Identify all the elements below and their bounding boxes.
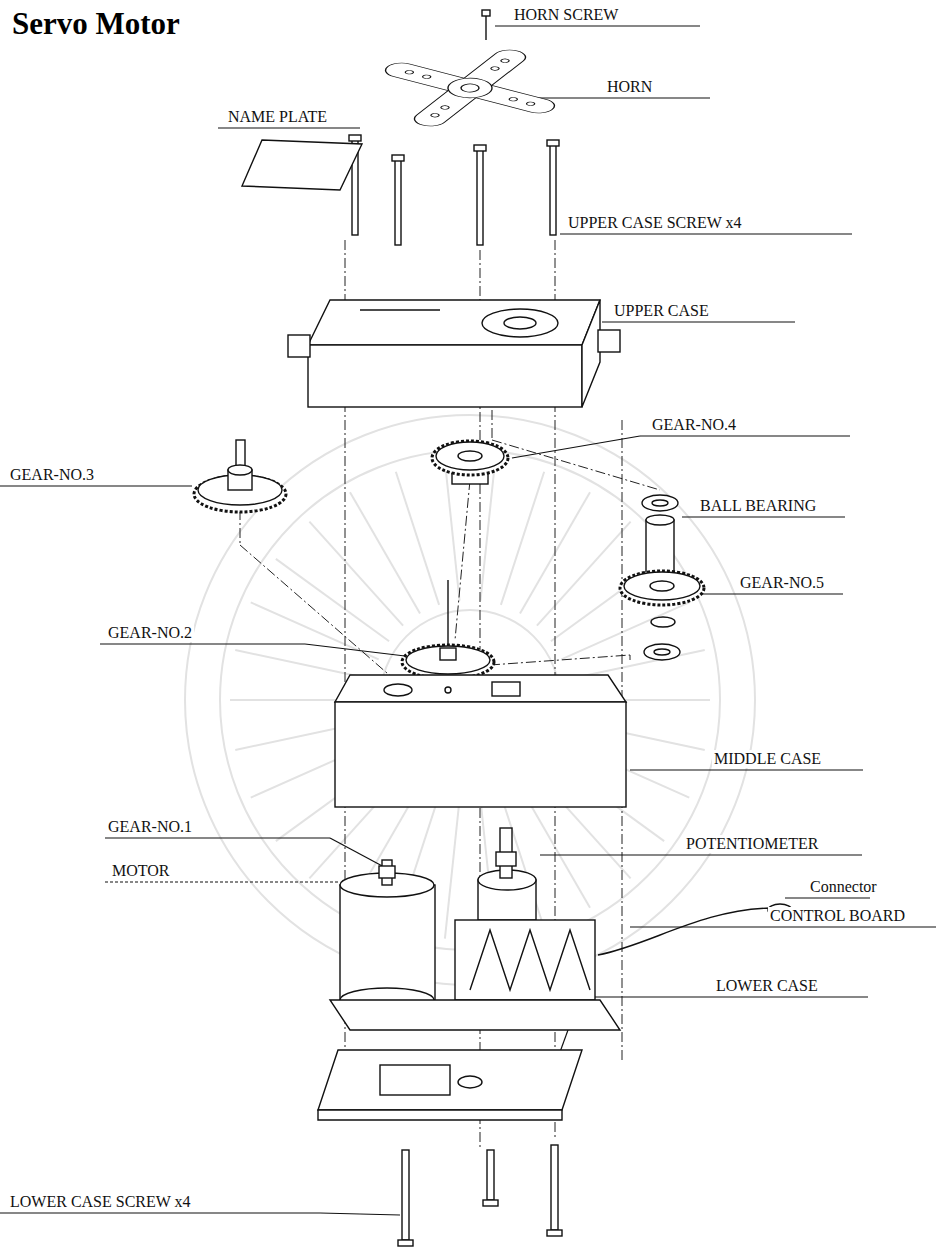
part-label: GEAR-NO.1 xyxy=(106,818,194,836)
part-label: GEAR-NO.3 xyxy=(8,466,96,484)
seal-ray xyxy=(445,799,460,938)
part-label: BALL BEARING xyxy=(698,497,818,515)
part-label: NAME PLATE xyxy=(226,108,329,126)
part-label: GEAR-NO.2 xyxy=(106,624,194,642)
seal-ray xyxy=(561,602,689,659)
part-label: HORN xyxy=(605,78,654,96)
label-underlines xyxy=(0,26,936,1215)
part-label: GEAR-NO.4 xyxy=(650,416,738,434)
part-label: UPPER CASE xyxy=(612,302,711,320)
part-label: MIDDLE CASE xyxy=(712,750,823,768)
part-label: GEAR-NO.5 xyxy=(738,574,826,592)
seal-ray xyxy=(309,522,403,626)
part-label: LOWER CASE SCREW x4 xyxy=(8,1193,193,1211)
seal-ray xyxy=(350,492,420,613)
part-label: CONTROL BOARD xyxy=(768,907,907,925)
parts xyxy=(194,10,792,1246)
assembly-axis-lines xyxy=(240,240,660,1150)
seal-ray xyxy=(396,472,439,605)
part-label: MOTOR xyxy=(110,862,172,880)
watermark-seal xyxy=(185,415,755,985)
part-label: POTENTIOMETER xyxy=(684,835,820,853)
part-label: HORN SCREW xyxy=(512,6,620,24)
seal-ray xyxy=(501,472,544,605)
seal-ray xyxy=(537,522,631,626)
part-label: Connector xyxy=(808,878,879,896)
diagram-title: Servo Motor xyxy=(12,6,180,42)
part-label: UPPER CASE SCREW x4 xyxy=(566,214,744,232)
seal-ray xyxy=(276,559,389,641)
part-label: LOWER CASE xyxy=(714,977,820,995)
